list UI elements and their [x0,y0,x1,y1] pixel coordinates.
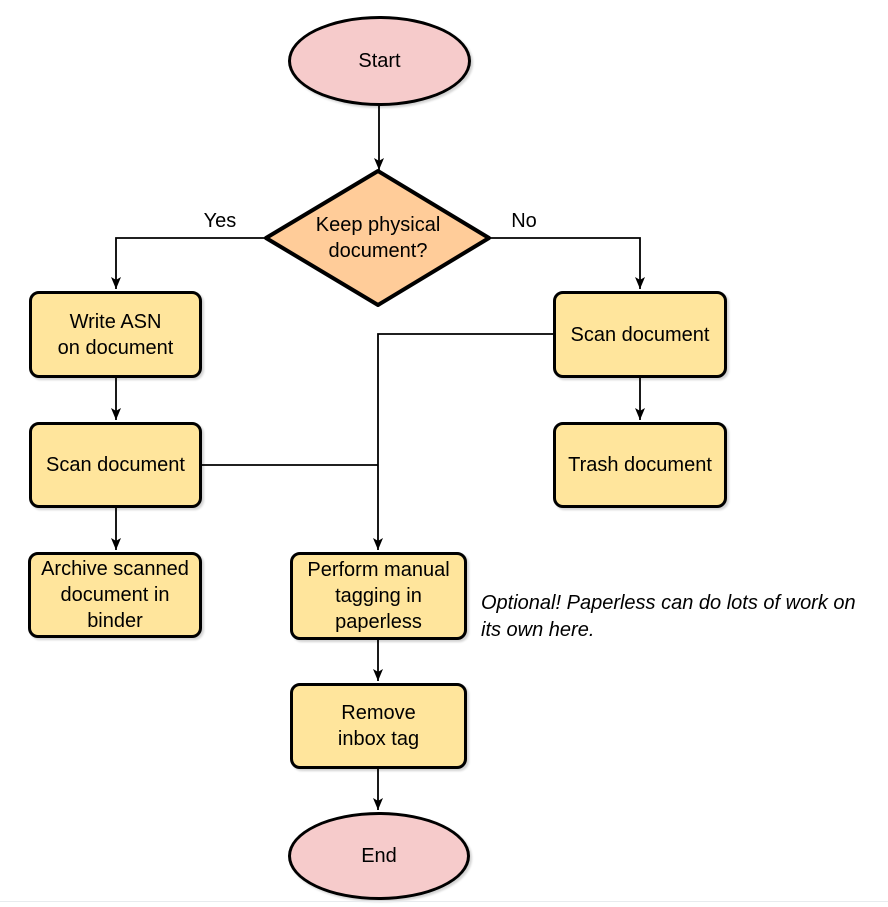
node-trash: Trash document [553,422,727,508]
node-start-label: Start [358,50,401,72]
node-decision-label: Keep physical document? [315,214,441,262]
optional-note-line-1: Optional! Paperless can do lots of work … [481,592,856,614]
node-end: End [288,812,470,900]
edge-decision-no-to-scan-right [489,237,645,289]
node-tagging: Perform manual tagging in paperless [290,552,467,640]
optional-note: Optional! Paperless can do lots of work … [481,590,856,644]
node-write-asn: Write ASN on document [29,291,202,378]
edge-label-yes: Yes [193,210,247,232]
edge-label-no: No [499,210,549,232]
decision-diamond-shape [264,169,491,307]
node-write-asn-label: Write ASN on document [57,310,174,359]
node-scan-document-right: Scan document [553,291,727,378]
page-bottom-divider [0,901,888,902]
node-scan-document-left: Scan document [29,422,202,508]
edge-decision-yes-to-write-asn [111,237,265,289]
node-remove-inbox-tag: Remove inbox tag [290,683,467,769]
node-scan-document-left-label: Scan document [46,454,185,476]
node-tagging-label: Perform manual tagging in paperless [307,559,450,633]
node-scan-document-right-label: Scan document [570,323,710,346]
node-start: Start [288,16,471,106]
node-remove-inbox-tag-label: Remove inbox tag [337,702,420,750]
optional-note-line-2: its own here. [481,619,595,641]
node-archive: Archive scanned document in binder [28,552,202,638]
node-trash-label: Trash document [568,454,712,476]
node-archive-label: Archive scanned document in binder [41,558,189,632]
node-decision: Keep physical document? [283,211,473,265]
edge-scan-right-to-tagging [373,333,553,550]
node-end-label: End [361,845,397,867]
